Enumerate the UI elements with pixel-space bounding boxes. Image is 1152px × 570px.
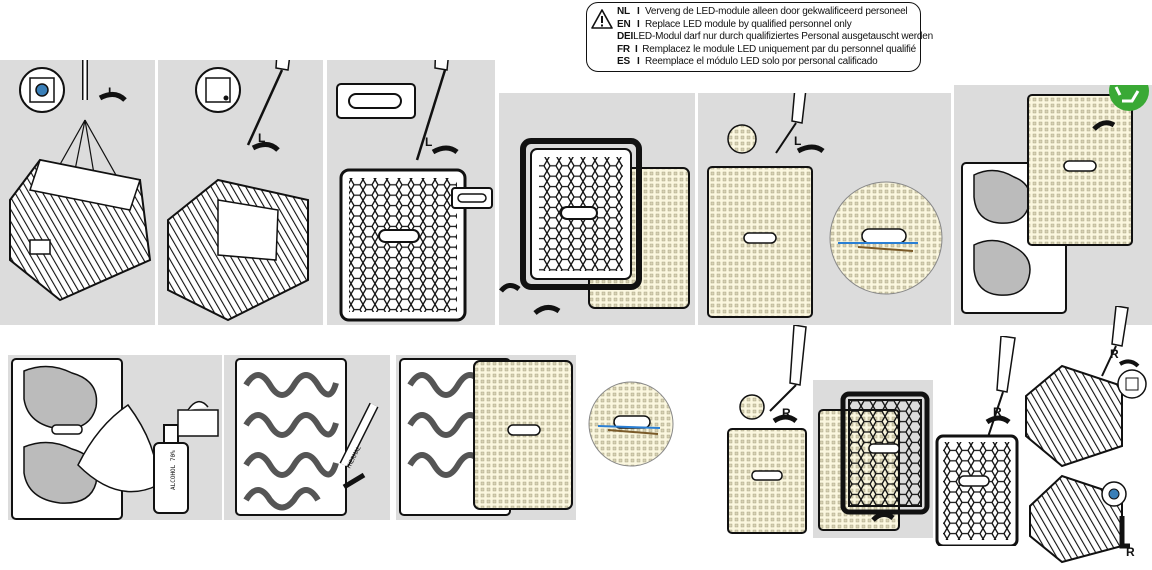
step-6-panel: [954, 85, 1152, 325]
step-9-panel: [396, 355, 576, 520]
step-11-arrow-label: R: [782, 406, 791, 420]
step-5-arrow-label: L: [794, 134, 801, 148]
step-5-panel: L: [698, 93, 951, 325]
step-5-drawing: L: [707, 93, 943, 318]
step-12-panel: [813, 380, 933, 538]
step-7-bottle-label: ALCOHOL 70%: [170, 450, 177, 490]
recycle-icon: [1109, 85, 1149, 111]
step-7-panel: ALCOHOL 70%: [8, 355, 222, 520]
step-2-drawing: L: [167, 60, 309, 322]
step-3-arrow-label: L: [425, 135, 432, 149]
step-9-drawing: [399, 358, 573, 516]
step-14-arrow-label-b: R: [1126, 545, 1135, 559]
step-2-arrow-label: L: [258, 131, 265, 145]
step-3-drawing: L: [336, 60, 493, 322]
step-1-panel: L: [0, 60, 155, 325]
step-14-panel: R R: [1022, 306, 1152, 564]
step-13-panel: R: [935, 336, 1021, 546]
step-11-drawing: R: [727, 325, 807, 534]
step-1-drawing: L: [9, 60, 152, 302]
step-11-panel: R: [722, 325, 810, 538]
step-8-panel: THERMAL: [224, 355, 390, 520]
step-14-arrow-label-a: R: [1110, 347, 1119, 361]
step-12-drawing: [818, 391, 930, 531]
syringe-icon: THERMAL: [339, 402, 379, 471]
step-4-panel: [499, 93, 695, 325]
step-10-drawing: [588, 381, 674, 467]
step-13-drawing: R: [935, 336, 1019, 546]
step-10-panel: [588, 374, 674, 474]
step-6-drawing: [961, 85, 1149, 314]
step-2-panel: L: [158, 60, 323, 325]
step-3-panel: L: [327, 60, 495, 325]
step-7-drawing: ALCOHOL 70%: [11, 358, 219, 520]
step-1-arrow-label: L: [108, 85, 115, 99]
step-13-arrow-label: R: [993, 405, 1002, 419]
screwdriver-icon: [246, 60, 291, 146]
step-4-drawing: [499, 138, 690, 315]
step-8-drawing: THERMAL: [235, 358, 379, 516]
step-14-drawing: R R: [1025, 306, 1147, 564]
warning-triangle-icon: [591, 9, 613, 29]
alcohol-bottle-icon: ALCOHOL 70%: [153, 424, 189, 514]
